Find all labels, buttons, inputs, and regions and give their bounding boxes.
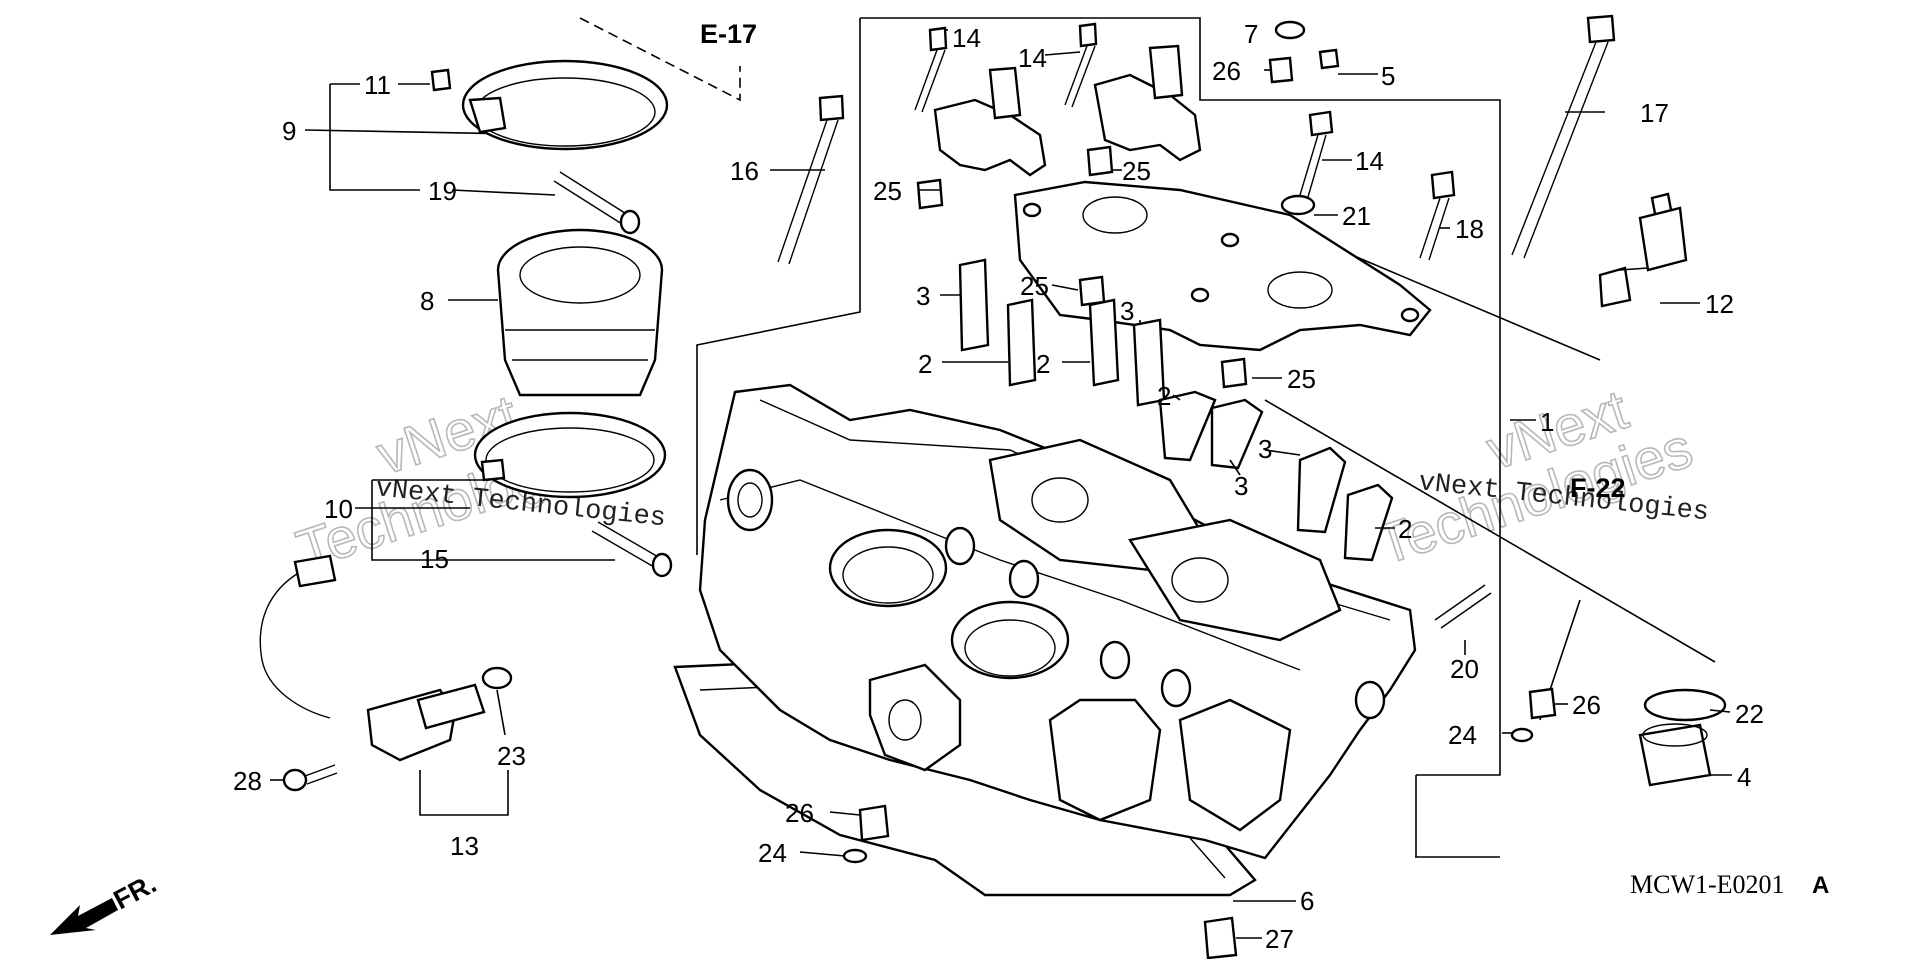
- part-label-14a[interactable]: 14: [952, 23, 981, 53]
- part-label-16[interactable]: 16: [730, 156, 759, 186]
- part-label-14b[interactable]: 14: [1018, 43, 1047, 73]
- part-label-26a[interactable]: 26: [1212, 56, 1241, 86]
- part-label-25b[interactable]: 25: [873, 176, 902, 206]
- small-parts: [777, 14, 1727, 959]
- part-label-12[interactable]: 12: [1705, 289, 1734, 319]
- part-label-10[interactable]: 10: [324, 494, 353, 524]
- part-label-13[interactable]: 13: [450, 831, 479, 861]
- part-label-3b[interactable]: 3: [1120, 296, 1134, 326]
- part-label-15[interactable]: 15: [420, 544, 449, 574]
- part-label-24b[interactable]: 24: [758, 838, 787, 868]
- bracket-lines: [304, 17, 1716, 858]
- part-label-27[interactable]: 27: [1265, 924, 1294, 954]
- part-label-1[interactable]: 1: [1540, 407, 1554, 437]
- part-label-3c[interactable]: 3: [1258, 434, 1272, 464]
- part-label-3a[interactable]: 3: [916, 281, 930, 311]
- part-label-11[interactable]: 11: [364, 70, 391, 100]
- part-label-20[interactable]: 20: [1450, 654, 1479, 684]
- part-label-8[interactable]: 8: [420, 286, 434, 316]
- part-label-22[interactable]: 22: [1735, 699, 1764, 729]
- part-number-labels: 1 2 2 2 2 3 3 3 3 4 5 6 7 8 9 10 11 12 1…: [233, 19, 1764, 954]
- part-label-21[interactable]: 21: [1342, 201, 1371, 231]
- diagram-code: MCW1-E0201 A: [1630, 870, 1829, 899]
- left-components: [259, 59, 673, 792]
- ref-f22[interactable]: F-22: [1570, 473, 1626, 503]
- part-label-19[interactable]: 19: [428, 176, 457, 206]
- camshaft-holder: [1013, 180, 1432, 352]
- part-label-28[interactable]: 28: [233, 766, 262, 796]
- part-label-4[interactable]: 4: [1737, 762, 1751, 792]
- part-label-23[interactable]: 23: [497, 741, 526, 771]
- part-label-25d[interactable]: 25: [1287, 364, 1316, 394]
- arrow-icon: [50, 898, 118, 935]
- part-label-2d[interactable]: 2: [1398, 514, 1412, 544]
- cylinder-head-body: [673, 383, 1417, 897]
- part-label-14c[interactable]: 14: [1355, 146, 1384, 176]
- part-label-5[interactable]: 5: [1381, 61, 1395, 91]
- ref-e17[interactable]: E-17: [700, 19, 757, 49]
- part-label-26c[interactable]: 26: [785, 798, 814, 828]
- cam-caps: [933, 44, 1202, 177]
- part-label-3e[interactable]: 3: [1234, 471, 1248, 501]
- part-label-17[interactable]: 17: [1640, 98, 1669, 128]
- part-label-2a[interactable]: 2: [918, 349, 932, 379]
- part-label-25a[interactable]: 25: [1122, 156, 1151, 186]
- diagram-code-suffix: A: [1812, 872, 1829, 899]
- leader-lines: [270, 29, 1732, 939]
- diagram-code-text: MCW1-E0201: [1630, 870, 1785, 899]
- valve-guides: [958, 258, 1394, 562]
- part-label-7[interactable]: 7: [1244, 19, 1258, 49]
- part-label-24a[interactable]: 24: [1448, 720, 1477, 750]
- part-label-18[interactable]: 18: [1455, 214, 1484, 244]
- part-label-2b[interactable]: 2: [1036, 349, 1050, 379]
- part-label-2c[interactable]: 2: [1157, 381, 1171, 411]
- part-label-9[interactable]: 9: [282, 116, 296, 146]
- front-direction-arrow: FR.: [50, 868, 161, 935]
- part-label-25c[interactable]: 25: [1020, 271, 1049, 301]
- part-label-26b[interactable]: 26: [1572, 690, 1601, 720]
- part-label-6[interactable]: 6: [1300, 886, 1314, 916]
